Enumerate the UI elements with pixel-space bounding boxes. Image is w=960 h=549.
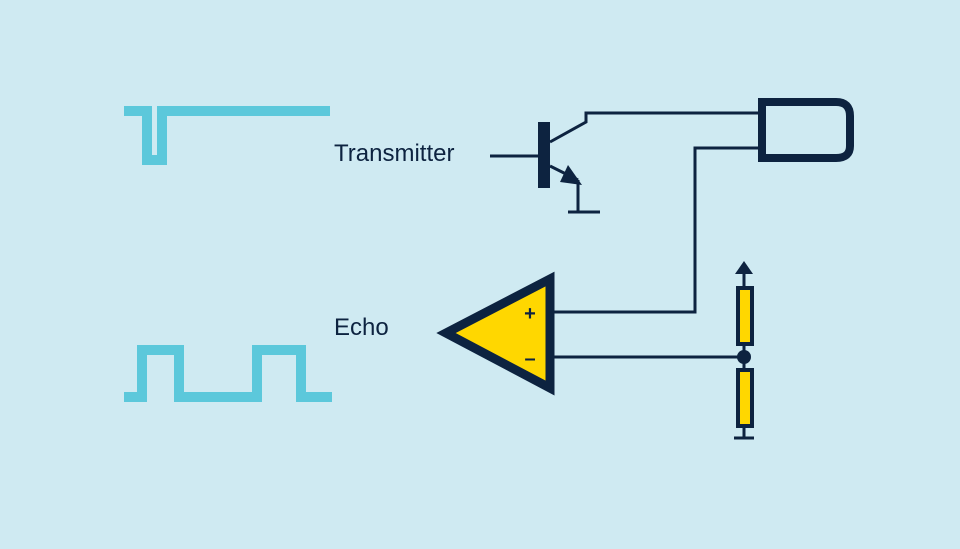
op-amp-minus-sign: – — [524, 348, 535, 370]
op-amp-comparator-icon — [436, 271, 555, 396]
transmit-pulse-waveform — [124, 106, 330, 165]
transmitter-label: Transmitter — [334, 140, 455, 167]
transducer-icon — [758, 98, 854, 162]
supply-arrow-icon — [735, 261, 753, 274]
echo-label: Echo — [334, 314, 389, 341]
lower-resistor — [736, 368, 754, 428]
upper-resistor — [736, 286, 754, 346]
echo-waveform — [124, 345, 332, 402]
transducer-to-plus-wire — [552, 146, 760, 314]
transistor-base-bar — [538, 122, 550, 188]
transistor-collector — [549, 111, 760, 144]
op-amp-plus-sign: + — [524, 303, 536, 325]
divider-node-dot — [737, 350, 751, 364]
